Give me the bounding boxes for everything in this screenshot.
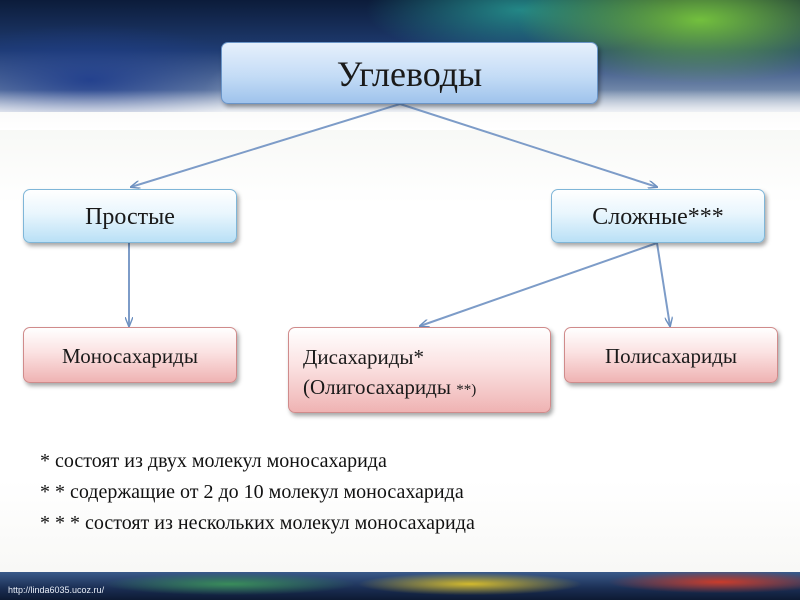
node-monosaccharides: Моносахариды [23,327,237,383]
arrow-root-to-simple [131,103,401,187]
node-oligosaccharides-stars: **) [456,382,477,398]
arrow-complex-to-poly [656,242,670,326]
node-carbohydrates: Углеводы [221,42,598,104]
node-oligosaccharides-label: (Олигосахариды [303,375,451,399]
footnote-3: * * * состоят из нескольких молекул моно… [40,512,475,534]
footnote-1: * состоят из двух молекул моносахарида [40,450,387,472]
node-polysaccharides: Полисахариды [564,327,778,383]
footer-url: http://linda6035.ucoz.ru/ [8,585,105,595]
footnotes: * состоят из двух молекул моносахарида *… [40,446,475,539]
node-disaccharides-title: Дисахариды* [303,345,425,369]
footnote-2: * * содержащие от 2 до 10 молекул моноса… [40,481,464,503]
node-simple: Простые [23,189,237,243]
footer-background [0,572,800,600]
node-disaccharides: Дисахариды* (Олигосахариды **) [288,327,551,413]
node-complex: Сложные*** [551,189,765,243]
arrow-root-to-complex [399,103,657,187]
arrow-complex-to-di [420,242,658,326]
node-oligosaccharides-line: (Олигосахариды **) [303,372,550,405]
